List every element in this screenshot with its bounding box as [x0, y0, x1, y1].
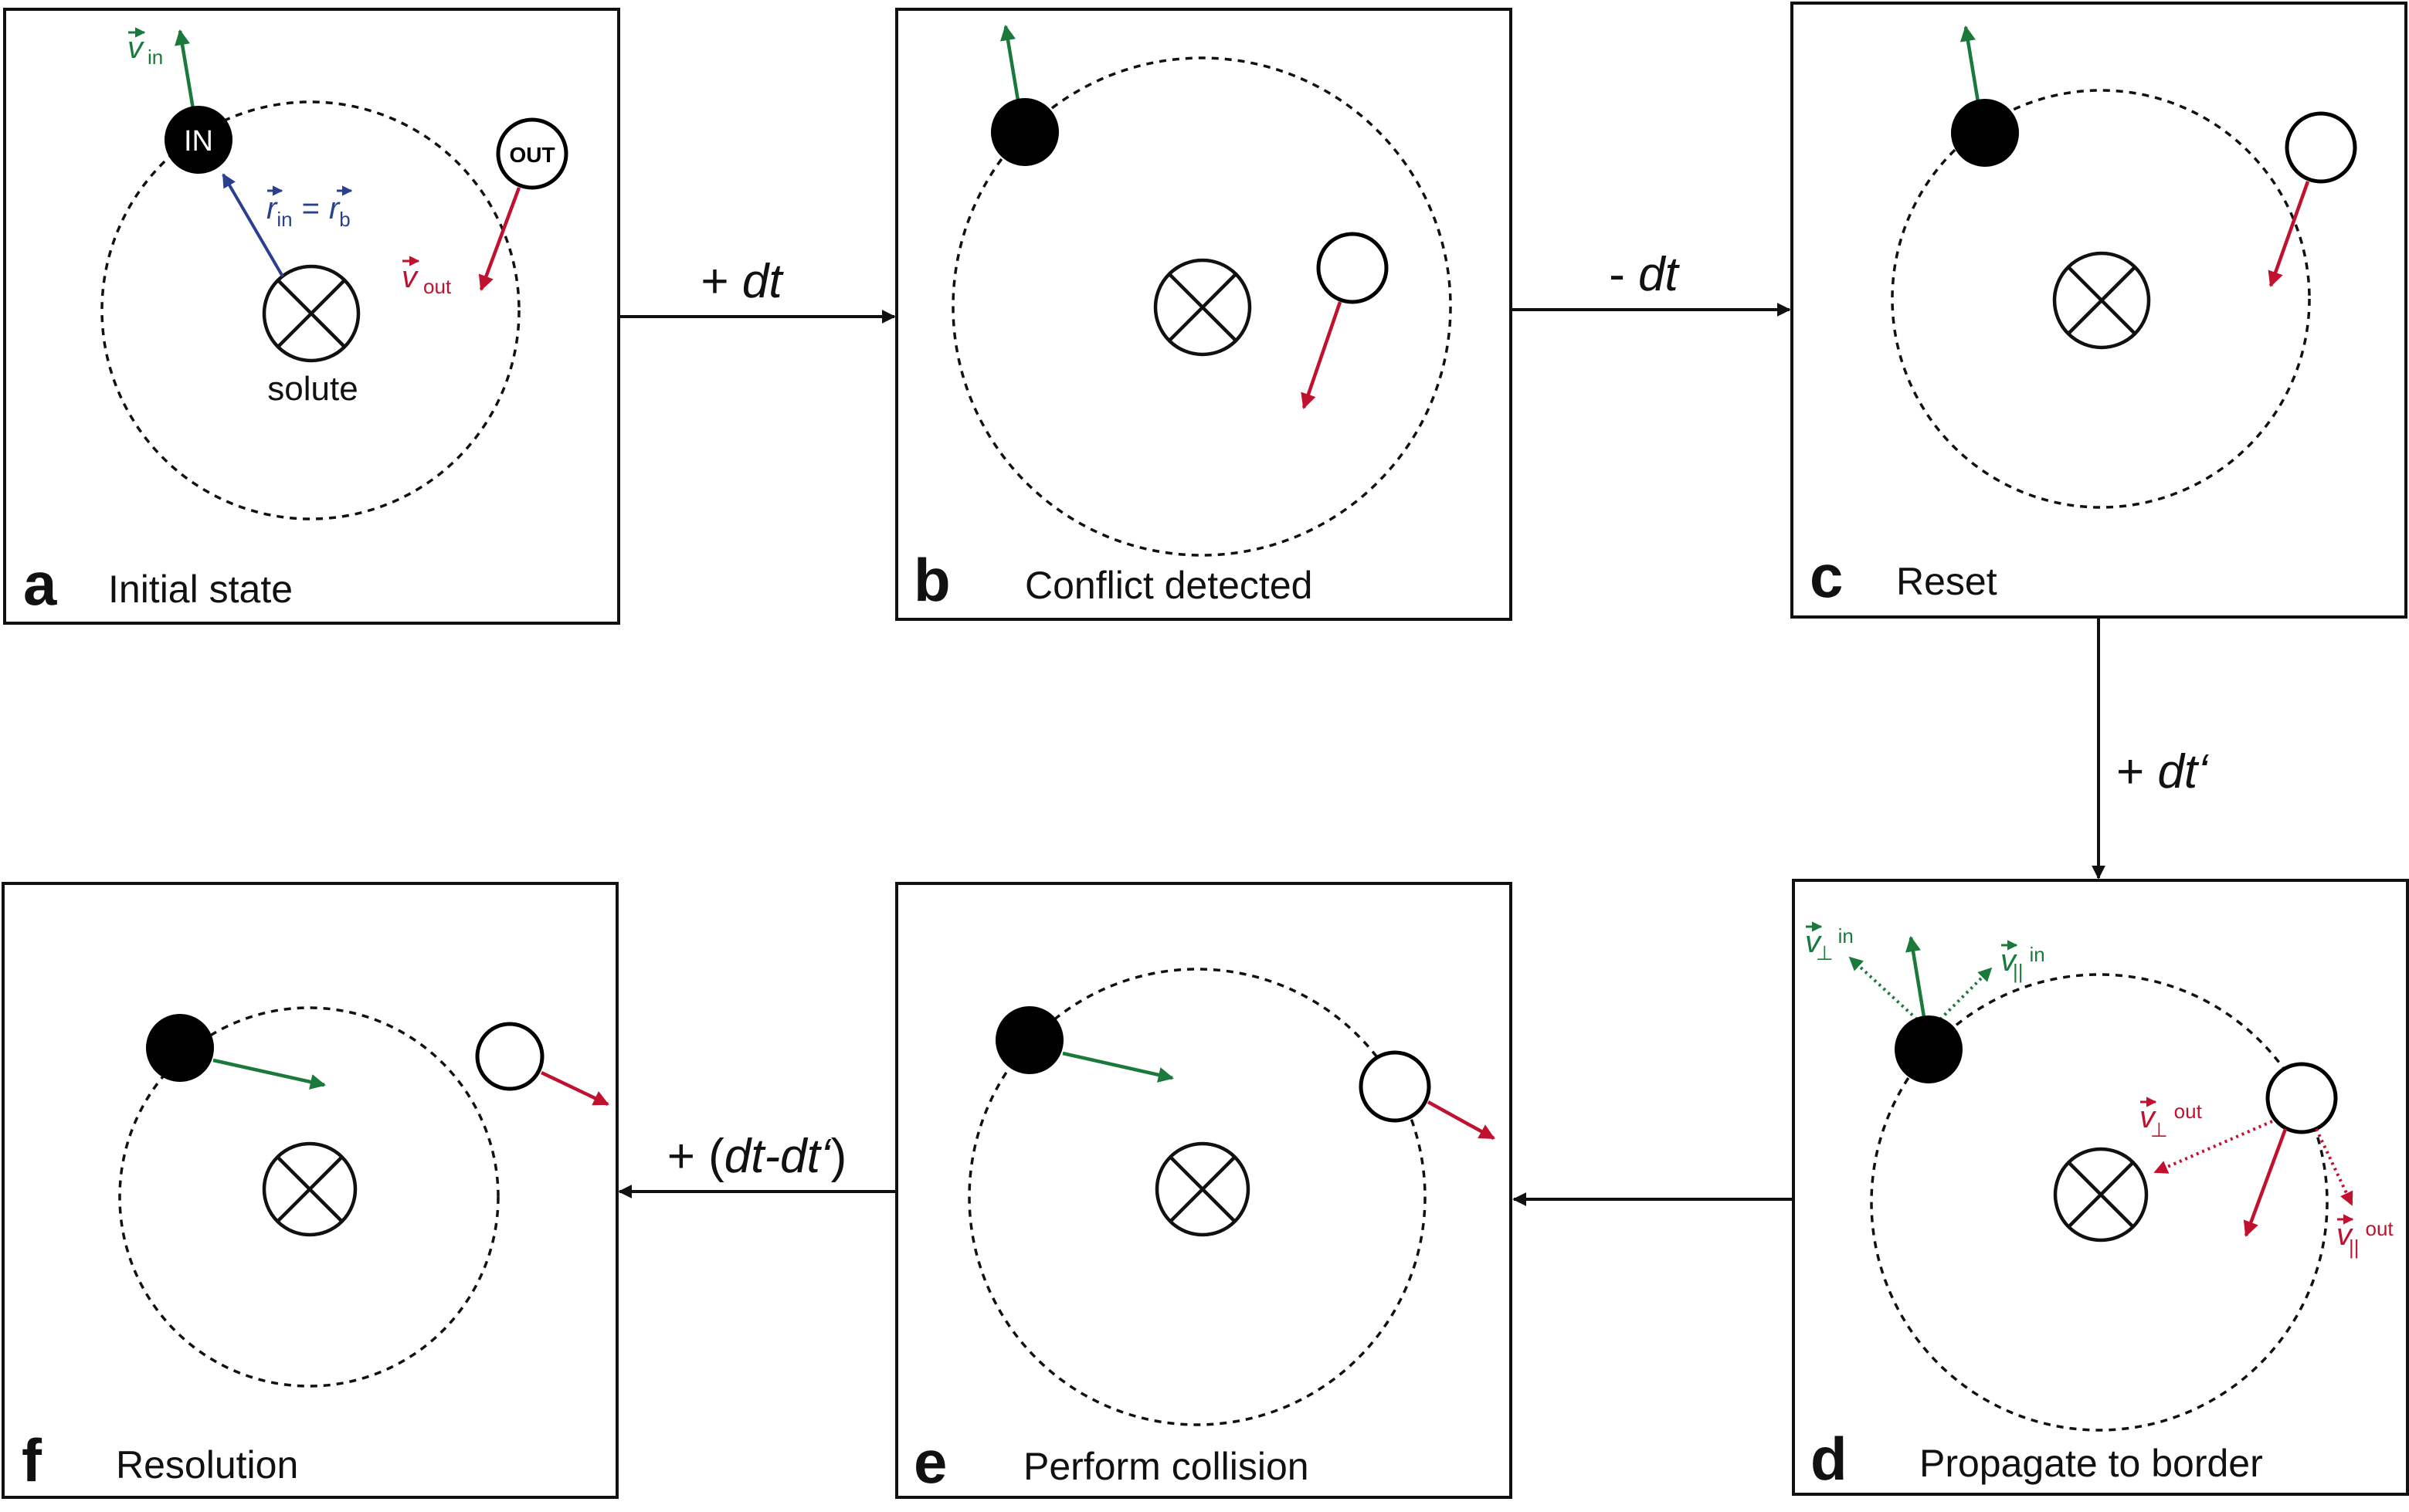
separation-vector-arrow: [222, 173, 284, 278]
particle-outside: [496, 117, 568, 190]
panel-f: f Resolution: [2, 882, 619, 1499]
solute-marker-icon: [262, 264, 361, 363]
particle-inside: [996, 1006, 1064, 1074]
particle-outside: [2285, 111, 2357, 184]
velocity-out-arrow: [1427, 1100, 1495, 1140]
step-a-to-b: + dt: [619, 255, 896, 324]
particle-outside: [1316, 232, 1389, 304]
solute-label: solute: [267, 370, 358, 408]
velocity-out-arrow: [1301, 301, 1342, 409]
panel-c: c Reset: [1790, 2, 2407, 619]
panel-title: Conflict detected: [1025, 564, 1312, 607]
solute-marker-icon: [2053, 1147, 2149, 1242]
particle-inside: [1951, 99, 2019, 167]
panel-e: e Perform collision: [895, 882, 1512, 1499]
particle-in-label: IN: [184, 125, 213, 158]
step-e-to-f: + (dt-dt‘): [618, 1130, 897, 1198]
panel-title: Resolution: [116, 1443, 298, 1487]
solvation-boundary: [968, 968, 1427, 1426]
panel-title: Initial state: [108, 568, 293, 611]
panel-title: Reset: [1896, 560, 1997, 603]
solvation-boundary: [118, 1006, 500, 1388]
solute-marker-icon: [2052, 251, 2151, 350]
solute-marker-icon: [1153, 258, 1252, 357]
particle-outside: [2265, 1062, 2338, 1134]
panel-letter: c: [1810, 542, 1843, 610]
velocity-out-parallel-arrow: [2315, 1128, 2353, 1206]
velocity-in-arrow: [1959, 25, 1980, 103]
particle-out-label: OUT: [509, 143, 555, 167]
panel-letter: f: [22, 1426, 42, 1494]
panel-d: v⊥in v||in v⊥out v||out d Propagate to b…: [1792, 879, 2409, 1496]
panel-letter: d: [1810, 1425, 1847, 1493]
step-c-to-d: + dt‘: [2092, 617, 2209, 880]
particle-outside: [1359, 1050, 1431, 1123]
velocity-out-arrow: [2268, 181, 2310, 287]
velocity-in-arrow: [1062, 1051, 1174, 1083]
panel-letter: a: [23, 550, 57, 618]
solvation-boundary: [100, 100, 521, 520]
panel-title: Perform collision: [1023, 1445, 1309, 1488]
solvation-boundary: [1870, 973, 2329, 1432]
solute-marker-icon: [1155, 1141, 1250, 1237]
particle-inside: [146, 1014, 214, 1082]
velocity-in-perpendicular-label: v⊥in: [1805, 924, 1854, 964]
step-b-to-c: - dt: [1511, 248, 1791, 317]
panel-letter: e: [914, 1428, 947, 1496]
velocity-in-arrow: [1905, 936, 1926, 1018]
solvation-boundary: [1891, 89, 2311, 509]
velocity-in-arrow: [175, 29, 195, 110]
velocity-out-perpendicular-arrow: [2153, 1120, 2273, 1174]
velocity-out-arrow: [541, 1070, 609, 1107]
step-label: + dt‘: [2116, 745, 2209, 798]
solvation-boundary: [952, 56, 1452, 557]
panel-letter: b: [914, 546, 951, 614]
particle-outside: [475, 1022, 545, 1091]
step-label: + (dt-dt‘): [667, 1130, 847, 1183]
velocity-in-arrow: [212, 1058, 326, 1090]
separation-vector-label: rin=rb: [266, 192, 351, 231]
particle-inside: [991, 98, 1059, 166]
step-label: + dt: [701, 255, 784, 308]
particle-inside: [1895, 1015, 1963, 1083]
solute-marker-icon: [262, 1141, 358, 1237]
velocity-in-perpendicular-arrow: [1848, 956, 1919, 1021]
panel-title: Propagate to border: [1919, 1442, 2263, 1485]
step-label: - dt: [1609, 248, 1680, 301]
velocity-out-arrow: [478, 187, 521, 291]
velocity-in-arrow: [1000, 25, 1020, 101]
particle-inside: [165, 106, 232, 174]
velocity-out-parallel-label: v||out: [2336, 1217, 2394, 1259]
velocity-out-perpendicular-label: v⊥out: [2139, 1100, 2203, 1141]
panel-b: b Conflict detected: [895, 8, 1512, 621]
velocity-out-arrow: [2243, 1128, 2288, 1237]
velocity-in-parallel-label: v||in: [2000, 943, 2045, 983]
